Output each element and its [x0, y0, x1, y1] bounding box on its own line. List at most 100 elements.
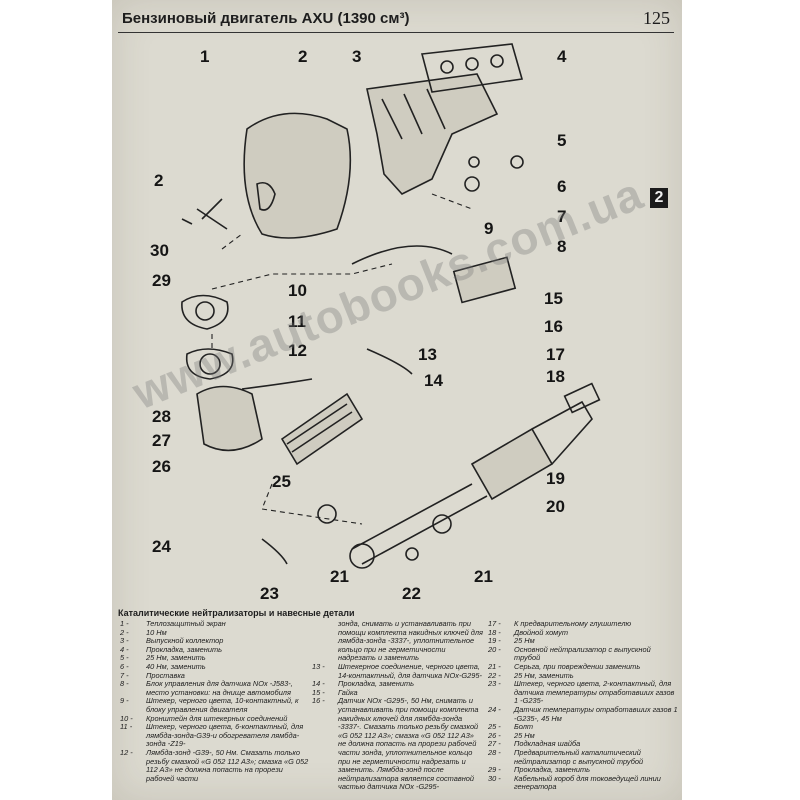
- exploded-diagram: 1 2 3 4 5 6 7 2 30 9 8 29 10 15 11 16 12…: [150, 43, 601, 603]
- callout-10: 10: [288, 281, 307, 300]
- legend-number: 12 -: [120, 747, 133, 757]
- legend-number: 27 -: [488, 739, 501, 749]
- legend-item: 9 - Штекер, черного цвета, 10-контактный,…: [120, 696, 310, 714]
- page-number: 125: [643, 8, 670, 28]
- legend-item: 22 -25 Нм, заменить: [488, 671, 678, 681]
- legend-number: 13 -: [312, 661, 325, 671]
- front-pipe: [280, 392, 364, 466]
- legend-text: 40 Нм, заменить: [146, 661, 206, 671]
- legend-text: Болт: [514, 722, 534, 732]
- legend-item: 27 - Подкладная шайба: [488, 740, 678, 749]
- legend-item: 24 - Датчик температуры отработавших газо…: [488, 704, 678, 723]
- callout-2b: 2: [154, 171, 163, 190]
- legend-number: 9 -: [120, 696, 129, 706]
- callout-1: 1: [200, 47, 209, 66]
- legend-text: 25 Нм: [514, 636, 535, 646]
- legend-text: Прокладка, заменить: [514, 765, 590, 775]
- legend-number: 1 -: [120, 619, 129, 628]
- legend-text: Штекерное соединение, черного цвета, 14-…: [338, 661, 482, 680]
- manifold-gasket: [420, 43, 524, 93]
- legend-text: Подкладная шайба: [514, 739, 581, 749]
- callout-13: 13: [418, 345, 437, 364]
- callout-7: 7: [557, 207, 566, 226]
- page-header: Бензиновый двигатель AXU (1390 см³) 125: [118, 6, 674, 33]
- legend-text: Предварительный каталитический нейтрализ…: [514, 747, 644, 766]
- legend-text: Датчик температуры отработавших газов 1 …: [514, 704, 678, 723]
- legend-number: 28 -: [488, 747, 501, 757]
- legend-text: зонда, снимать и устанавливать при помощ…: [338, 619, 483, 663]
- legend-number: 3 -: [120, 636, 129, 646]
- legend-item: 21 - Серьга, при повреждении заменить: [488, 661, 678, 672]
- callout-15: 15: [544, 289, 563, 308]
- legend-item: 29 - Прокладка, заменить: [488, 765, 678, 775]
- legend-number: 23 -: [488, 679, 501, 689]
- legend-item: 8 - Блок управления для датчика NOx -J583…: [120, 679, 310, 697]
- legend-number: 14 -: [312, 679, 325, 689]
- legend-number: 21 -: [488, 661, 501, 671]
- main-catalyst: [470, 427, 554, 501]
- legend-text: 25 Нм, заменить: [146, 653, 206, 663]
- callout-12: 12: [288, 341, 307, 360]
- legend-column-2: зонда, снимать и устанавливать при помощ…: [312, 619, 484, 792]
- legend-text: К предварительному глушителю: [514, 619, 632, 628]
- legend-text: Лямбда-зонд -G39-, 50 Нм. Смазать только…: [146, 747, 309, 783]
- legend-item: 10 -Кронштейн для штекерных соединений: [120, 714, 310, 724]
- legend-item: 26 -25 Нм: [488, 731, 678, 741]
- chapter-tab: 2: [650, 188, 668, 208]
- legend-text: Блок управления для датчика NOx -J583-, …: [146, 679, 293, 697]
- callout-23: 23: [260, 584, 279, 603]
- legend-number: 8 -: [120, 679, 129, 689]
- callout-22: 22: [402, 584, 421, 603]
- legend-text: Серьга, при повреждении заменить: [514, 661, 641, 671]
- legend-item: 15 -Гайка: [312, 687, 484, 698]
- legend-number: 29 -: [488, 765, 501, 775]
- pre-catalyst: [196, 385, 263, 452]
- figure-caption: Каталитические нейтрализаторы и навесные…: [118, 608, 355, 618]
- legend-item: 4 - Прокладка, заменить: [120, 644, 310, 655]
- legend-text: Штекер, черного цвета, 6-контактный, для…: [146, 722, 304, 749]
- callout-25: 25: [272, 472, 291, 491]
- callout-28: 28: [152, 407, 171, 426]
- callout-4: 4: [557, 47, 567, 66]
- legend-item: 7 -Проставка: [120, 671, 310, 681]
- legend-item: 14 - Прокладка, заменить: [312, 680, 484, 689]
- legend-number: 11 -: [120, 722, 133, 732]
- legend-number: 6 -: [120, 661, 129, 671]
- legend-text: Прокладка, заменить: [146, 644, 222, 654]
- legend-text: Прокладка, заменить: [338, 679, 414, 689]
- legend-item: 23 - Штекер, черного цвета, 2-контактный,…: [488, 679, 678, 706]
- legend-text: Штекер, черного цвета, 10-контактный, к …: [146, 696, 299, 714]
- legend-text: 10 Нм: [146, 627, 167, 637]
- legend-number: 2 -: [120, 627, 129, 637]
- legend-number: 4 -: [120, 644, 129, 654]
- callout-16: 16: [544, 317, 563, 336]
- legend-number: 20 -: [488, 644, 501, 654]
- legend-item: 25 - Болт: [488, 723, 678, 732]
- callout-2: 2: [298, 47, 307, 66]
- legend-text: Выпускной коллектор: [146, 636, 224, 646]
- legend-number: 16 -: [312, 696, 325, 706]
- legend-item: 3 - Выпускной коллектор: [120, 637, 310, 646]
- exhaust-manifold: [366, 73, 499, 195]
- legend-item: 16 - Датчик NOx -G295-, 50 Нм, снимать и …: [312, 697, 484, 792]
- legend-number: 24 -: [488, 704, 501, 714]
- legend-item: 13 - Штекерное соединение, черного цвета,…: [312, 661, 484, 680]
- legend-item: зонда, снимать и устанавливать при помощ…: [312, 619, 484, 663]
- callout-27: 27: [152, 431, 171, 450]
- legend-item: 5 -25 Нм, заменить: [120, 654, 310, 663]
- legend-text: Датчик NOx -G295-, 50 Нм, снимать и уста…: [338, 696, 479, 792]
- legend-number: 25 -: [488, 722, 501, 732]
- legend-item: 12 - Лямбда-зонд -G39-, 50 Нм. Смазать то…: [120, 747, 310, 783]
- legend-item: 17 -К предварительному глушителю: [488, 619, 678, 629]
- callout-14: 14: [424, 371, 443, 390]
- callout-5: 5: [557, 131, 566, 150]
- legend-item: 19 -25 Нм: [488, 637, 678, 646]
- legend-number: 15 -: [312, 687, 325, 697]
- legend-text: Штекер, черного цвета, 2-контактный, для…: [514, 679, 675, 706]
- legend-text: Кабельный короб для токоведущей линии ге…: [514, 773, 661, 792]
- legend-item: 18 -Двойной хомут: [488, 628, 678, 638]
- legend-item: 30 -Кабельный короб для токоведущей лини…: [488, 773, 678, 792]
- legend-item: 1 -Теплозащитный экран: [120, 619, 310, 629]
